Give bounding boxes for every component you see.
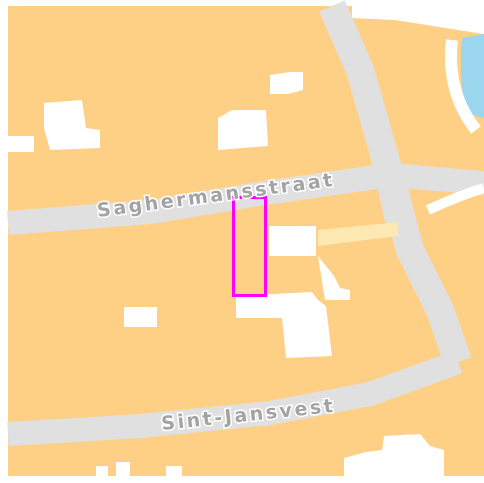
building — [116, 462, 130, 476]
building — [269, 226, 316, 256]
building — [96, 466, 108, 476]
road-sint-jansvest — [7, 350, 463, 446]
building — [318, 256, 350, 300]
building — [344, 434, 444, 476]
water-area — [460, 34, 484, 118]
road-saghermansstraat — [7, 163, 484, 235]
top-right-clearing — [352, 6, 484, 34]
road-east-branch — [425, 183, 484, 215]
canal-edge — [445, 39, 481, 134]
building — [124, 307, 157, 327]
building — [8, 136, 34, 152]
building — [44, 100, 100, 150]
highlighted-parcel[interactable] — [232, 196, 267, 297]
buildings — [8, 72, 444, 476]
building — [218, 110, 268, 150]
building — [166, 466, 182, 476]
road-junction — [375, 171, 415, 224]
building — [236, 292, 332, 358]
footpath — [318, 222, 398, 246]
building — [270, 72, 303, 94]
